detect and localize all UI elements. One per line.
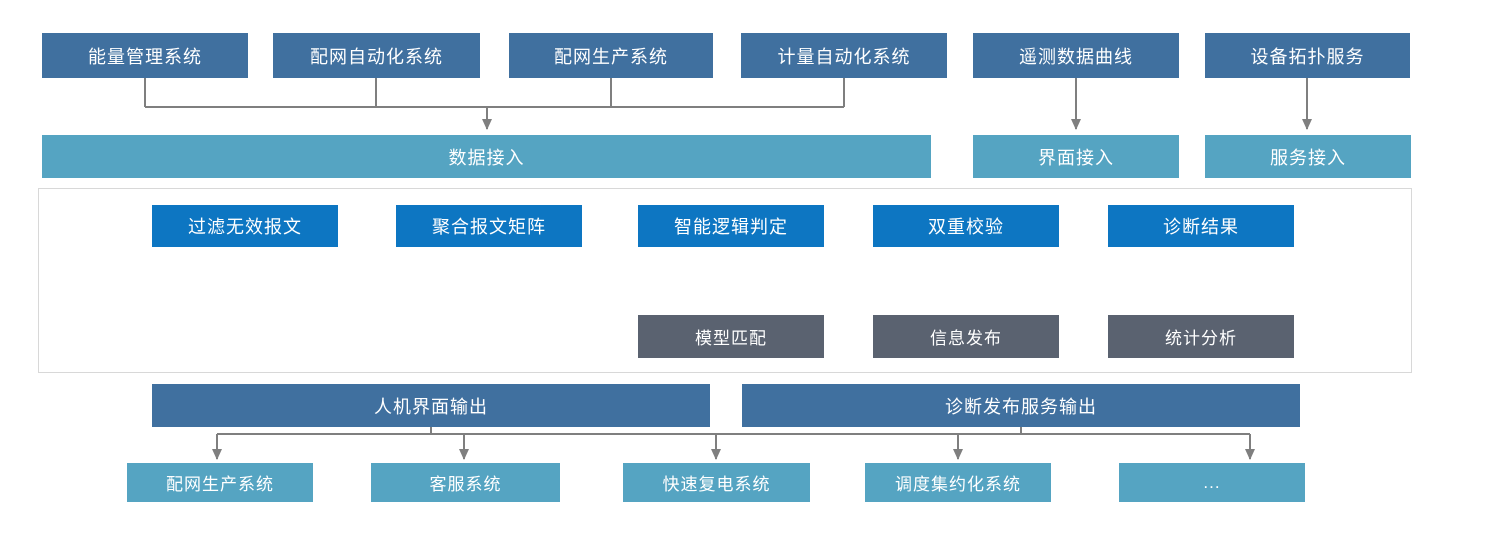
node-diagnosis-publish-service-output: 诊断发布服务输出 [742, 384, 1300, 427]
connector-output-branch [212, 427, 1255, 460]
node-aggregate-message-matrix: 聚合报文矩阵 [396, 205, 582, 247]
node-distribution-automation-system: 配网自动化系统 [273, 33, 480, 78]
connector-sources-to-data-access [144, 78, 845, 130]
node-customer-service-system: 客服系统 [371, 463, 560, 502]
node-device-topology-service: 设备拓扑服务 [1205, 33, 1410, 78]
node-double-verification: 双重校验 [873, 205, 1059, 247]
node-service-access: 服务接入 [1205, 135, 1411, 178]
node-intelligent-logic-judgment: 智能逻辑判定 [638, 205, 824, 247]
node-dispatch-intensive-system: 调度集约化系统 [865, 463, 1051, 502]
node-metering-automation-system: 计量自动化系统 [741, 33, 947, 78]
node-model-matching: 模型匹配 [638, 315, 824, 358]
node-energy-management-system: 能量管理系统 [42, 33, 248, 78]
node-ui-access: 界面接入 [973, 135, 1179, 178]
node-hmi-output: 人机界面输出 [152, 384, 710, 427]
node-information-publishing: 信息发布 [873, 315, 1059, 358]
node-target-distribution-production-system: 配网生产系统 [127, 463, 313, 502]
node-rapid-power-restoration-system: 快速复电系统 [623, 463, 810, 502]
node-filter-invalid-messages: 过滤无效报文 [152, 205, 338, 247]
node-telemetry-data-curve: 遥测数据曲线 [973, 33, 1179, 78]
node-statistical-analysis: 统计分析 [1108, 315, 1294, 358]
node-data-access: 数据接入 [42, 135, 931, 178]
node-more-systems: ... [1119, 463, 1305, 502]
node-diagnosis-result: 诊断结果 [1108, 205, 1294, 247]
node-distribution-production-system: 配网生产系统 [509, 33, 713, 78]
